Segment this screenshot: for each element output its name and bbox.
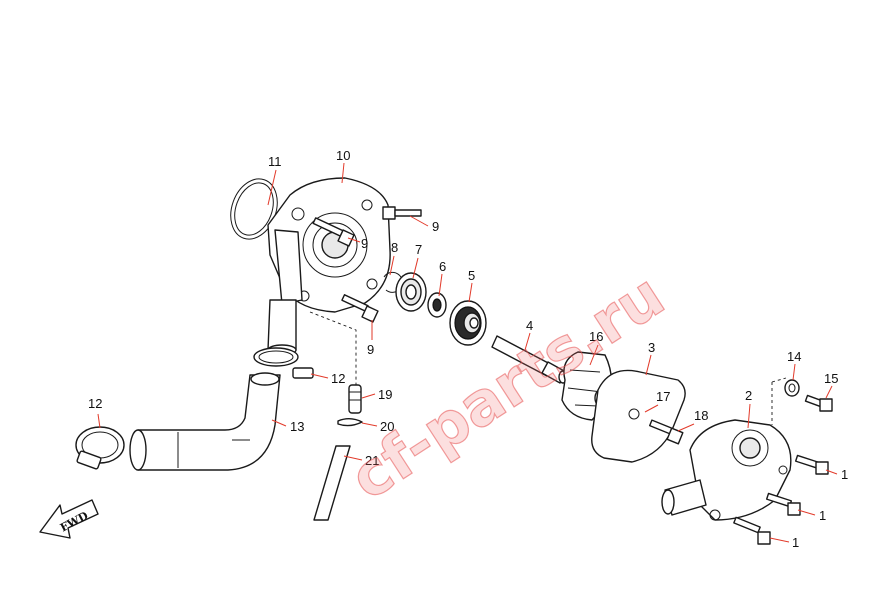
- hose-clamp-lower-part: [75, 426, 125, 470]
- coolant-hose-part: [129, 374, 281, 471]
- leader-lines: [97, 162, 838, 543]
- bolt-lower-part: [341, 294, 379, 323]
- mechanical-seal-part: [449, 300, 487, 346]
- callout-labels: 11 10 9 9 9 8 7 6 5 4 16 3 17 18 14 15 2…: [88, 148, 848, 550]
- callout-3: 3: [648, 340, 655, 355]
- callout-21: 21: [365, 453, 379, 468]
- callout-8: 8: [391, 240, 398, 255]
- forward-direction-arrow-icon: FWD: [39, 499, 99, 539]
- bolt-1c-part: [733, 516, 771, 545]
- callout-17: 17: [656, 389, 670, 404]
- callout-7: 7: [415, 242, 422, 257]
- bolt-upper-part: [382, 206, 422, 220]
- pump-shaft-part: [491, 335, 568, 384]
- callout-18: 18: [694, 408, 708, 423]
- bolt-1a-part: [794, 454, 829, 475]
- callout-1-mid: 1: [819, 508, 826, 523]
- callout-15: 15: [824, 371, 838, 386]
- callout-20: 20: [380, 419, 394, 434]
- bolt-mid-part: [312, 217, 355, 247]
- washer-14-part: [784, 379, 800, 397]
- fitting-19-part: [348, 384, 362, 414]
- callout-1-lower: 1: [792, 535, 799, 550]
- callout-6: 6: [439, 259, 446, 274]
- callout-9-upper: 9: [432, 219, 439, 234]
- callout-13: 13: [290, 419, 304, 434]
- drain-bolt-15-part: [804, 394, 833, 412]
- bearing-part: [395, 272, 427, 312]
- bolt-18-part: [648, 419, 684, 445]
- callout-9-lower: 9: [367, 342, 374, 357]
- assembly-lines: [309, 311, 787, 425]
- bolt-1b-part: [765, 492, 801, 516]
- callout-10: 10: [336, 148, 350, 163]
- callout-5: 5: [468, 268, 475, 283]
- callout-14: 14: [787, 349, 801, 364]
- clip-20-part: [337, 418, 363, 427]
- callout-2: 2: [745, 388, 752, 403]
- callout-4: 4: [526, 318, 533, 333]
- gasket-hole-part: [628, 408, 640, 420]
- callout-16: 16: [589, 329, 603, 344]
- callout-9-mid: 9: [361, 236, 368, 251]
- callout-12-lower: 12: [88, 396, 102, 411]
- washer-part: [427, 292, 447, 318]
- tube-21-part: [313, 445, 351, 521]
- hose-clamp-upper-part: [250, 347, 314, 386]
- callout-1-upper: 1: [841, 467, 848, 482]
- callout-19: 19: [378, 387, 392, 402]
- callout-12-upper: 12: [331, 371, 345, 386]
- callout-11: 11: [268, 154, 282, 169]
